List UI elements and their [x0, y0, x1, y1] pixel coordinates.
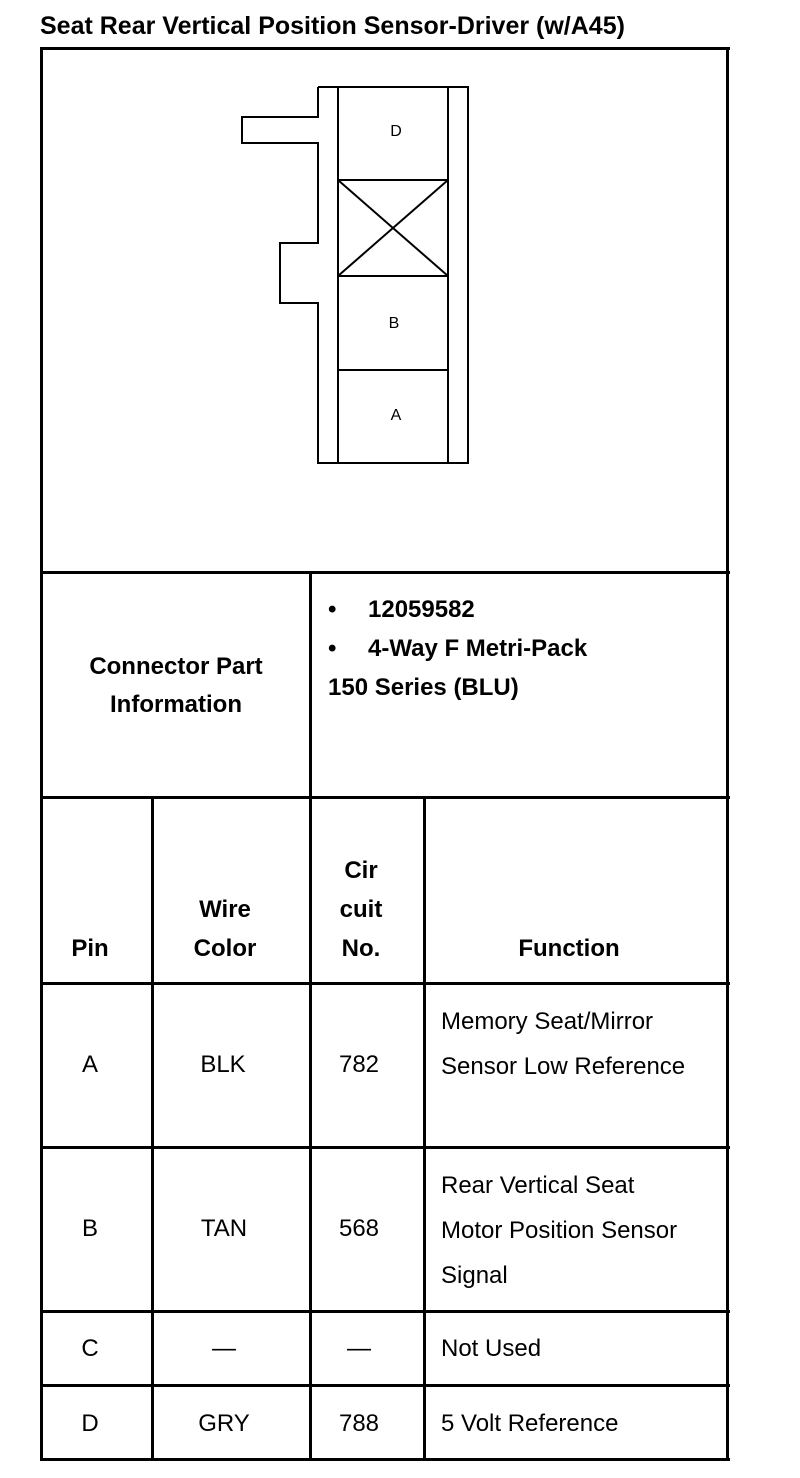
page-title: Seat Rear Vertical Position Sensor-Drive…: [40, 12, 625, 40]
cell-function: 5 Volt Reference: [441, 1410, 619, 1437]
connector-part-label-text: Connector Part Information: [89, 652, 263, 718]
connector-diagram: D B A: [42, 50, 726, 572]
cell-wire-color: —: [212, 1335, 236, 1362]
divider-row-a: [40, 1146, 730, 1149]
divider-header: [40, 982, 730, 985]
connector-part-label: Connector Part Information: [42, 575, 310, 796]
connector-part-info: • 12059582 • 4-Way F Metri-Pack 150 Series…: [328, 590, 587, 707]
column-divider-pin: [151, 796, 154, 1461]
plugged-cavity-x-2: [337, 179, 449, 277]
column-divider-circuit: [423, 796, 426, 1461]
cell-function: Not Used: [441, 1335, 542, 1362]
frame-left-border: [40, 47, 43, 1461]
cell-wire-color: GRY: [198, 1410, 250, 1437]
connector-type-item: • 4-Way F Metri-Pack: [328, 629, 587, 668]
pin-label-a: A: [390, 407, 402, 424]
column-divider-connector: [309, 571, 312, 1461]
cell-function: Memory Seat/Mirror Sensor Low Reference: [441, 1008, 686, 1080]
cell-wire-color: BLK: [200, 1051, 246, 1078]
cell-circuit: —: [347, 1335, 371, 1362]
frame-top-border: [40, 47, 730, 50]
header-pin: Pin: [71, 935, 109, 962]
header-circuit: Cir cuit No.: [339, 857, 383, 962]
frame-bottom-border: [40, 1458, 730, 1461]
part-number: 12059582: [368, 596, 475, 623]
connector-outline: [241, 86, 469, 464]
cell-pin: C: [81, 1335, 99, 1362]
bullet: •: [328, 596, 337, 623]
connector-type: 4-Way F Metri-Pack: [368, 635, 588, 662]
cell-circuit: 788: [338, 1410, 380, 1437]
divider-diagram: [40, 571, 730, 574]
cell-function: Rear Vertical Seat Motor Position Sensor…: [441, 1172, 678, 1289]
connector-drawing: [241, 86, 469, 464]
header-function: Function: [518, 935, 620, 962]
divider-row-b: [40, 1310, 730, 1313]
divider-connector: [40, 796, 730, 799]
cell-circuit: 568: [338, 1215, 380, 1242]
cell-pin: B: [81, 1215, 98, 1242]
cell-pin: A: [81, 1051, 98, 1078]
cell-wire-color: TAN: [200, 1215, 248, 1242]
cell-circuit: 782: [338, 1051, 380, 1078]
divider-row-c: [40, 1384, 730, 1387]
pin-label-d: D: [390, 123, 402, 140]
part-number-item: • 12059582: [328, 590, 587, 629]
cell-pin: D: [81, 1410, 99, 1437]
connector-series: 150 Series (BLU): [328, 674, 519, 701]
header-wire-color: Wire Color: [193, 896, 257, 962]
bullet: •: [328, 635, 337, 662]
frame-right-border: [726, 47, 729, 1461]
pin-label-b: B: [388, 315, 400, 332]
